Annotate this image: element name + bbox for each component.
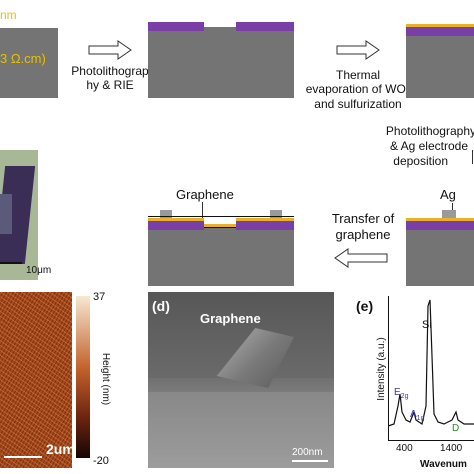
sem-scalebar: [292, 460, 328, 462]
arrow-down-3: [466, 150, 473, 164]
raman-e2g-label: E2g: [394, 386, 408, 404]
optical-image: [0, 150, 38, 280]
raman-spectrum: [388, 299, 474, 427]
sem-image: [148, 292, 334, 468]
raman-panel-label: (e): [356, 298, 374, 314]
raman-ylabel: Intensity (a.u.): [376, 337, 387, 401]
wafer-step2: [406, 22, 474, 98]
raman-xlabel: Wavenum: [420, 459, 467, 470]
afm-colorbar: [76, 296, 90, 458]
arrow1-label-line2: hy & RIE: [86, 78, 134, 92]
raman-plot-area: [388, 296, 474, 441]
raman-si-label: Si: [422, 319, 432, 331]
afm-scalebar: [4, 456, 42, 458]
step0-text-bottom: 3 Ω.cm): [0, 51, 46, 66]
ag-label: Ag: [440, 187, 456, 202]
arrow-right-1: [88, 40, 132, 60]
sem-panel-label: (d): [152, 298, 170, 314]
raman-d-label: D: [452, 423, 460, 434]
step0-text-top: nm: [0, 8, 17, 22]
arrow3-label-line3: deposition: [393, 154, 448, 168]
raman-tick-1400: 1400: [440, 443, 463, 454]
graphene-label: Graphene: [176, 187, 234, 202]
arrow3-label-line1: Photolithography: [385, 124, 474, 138]
raman-a1g-text: A: [410, 409, 417, 420]
arrow2-label-line1: Thermal: [335, 68, 380, 82]
raman-tick-400: 400: [396, 443, 413, 454]
afm-scale-text: 2um: [46, 441, 75, 457]
arrow4-label-line1: Transfer of: [331, 211, 395, 226]
raman-e2g-text: E: [394, 387, 401, 398]
wafer-step0: [0, 28, 58, 98]
wafer-step4: [148, 210, 294, 286]
optical-scale-text: 10μm: [26, 265, 52, 276]
raman-a1g-label: A1g: [410, 408, 424, 426]
arrow-left-4: [334, 248, 388, 268]
arrow2-label-text: evaporation of WO: [305, 82, 406, 96]
optical-scalebar: [0, 262, 22, 264]
arrow1-label-line1: Photolithograp: [71, 64, 149, 78]
wafer-step3: [406, 210, 474, 286]
ag-pointer: [452, 203, 453, 211]
sem-scale-text: 200nm: [292, 447, 323, 458]
arrow2-label-line3: and sulfurization: [314, 97, 402, 111]
arrow3-label-line2: & Ag electrode: [389, 139, 468, 153]
arrow-right-2: [336, 40, 380, 60]
arrow4-label-line2: graphene: [335, 227, 391, 242]
afm-image: [0, 292, 72, 468]
wafer-step1: [148, 22, 294, 98]
sem-graphene-label: Graphene: [200, 311, 261, 326]
graphene-pointer: [202, 202, 203, 220]
raman-e2g-sub: 2g: [400, 393, 409, 400]
afm-colorbar-label: Height (nm): [100, 352, 111, 406]
afm-colorbar-min: -20: [93, 455, 109, 467]
raman-a1g-sub: 1g: [416, 415, 425, 422]
afm-colorbar-max: 37: [93, 291, 106, 303]
